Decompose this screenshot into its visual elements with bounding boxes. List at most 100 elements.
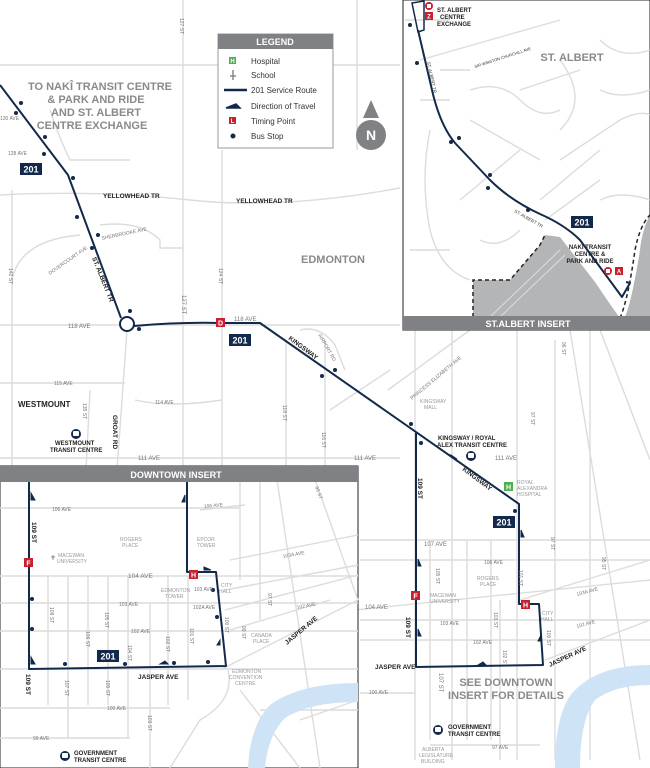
- svg-text:N: N: [366, 127, 376, 143]
- street-label: 118 AVE: [234, 317, 256, 323]
- street-label: ST. ALBERT TR: [90, 256, 115, 303]
- street-label: 103 ST: [146, 715, 152, 731]
- street-label: 106 AVE: [484, 560, 504, 566]
- legend-label: Bus Stop: [251, 132, 284, 141]
- timing-point-icon: [229, 117, 236, 124]
- svg-text:201: 201: [232, 336, 247, 346]
- destination-label: CENTRE EXCHANGE: [37, 120, 148, 132]
- timing-point-z: Z: [425, 12, 433, 21]
- transit-centre-icon: [433, 725, 443, 735]
- naki-label: NAKÎ TRANSIT: [569, 243, 612, 251]
- route-badge: 201: [20, 163, 42, 175]
- direction-arrow-icon: [30, 491, 36, 501]
- north-arrow-icon: N: [356, 100, 386, 150]
- street-label: 105 ST: [103, 612, 109, 628]
- timing-point-h: H: [189, 570, 198, 580]
- street-label: 109 ST: [416, 478, 423, 499]
- transit-centre-label: WESTMOUNT: [55, 441, 95, 447]
- street-label: 109 ST: [404, 617, 411, 638]
- street-label: 96 ST: [313, 486, 323, 501]
- street-label: JASPER AVE: [375, 664, 416, 671]
- street-label: 130 AVE: [0, 116, 20, 122]
- landmark-label: PLACE: [253, 639, 270, 645]
- direction-arrow-icon: [417, 628, 422, 637]
- street-label: 102 AVE: [576, 619, 597, 630]
- svg-text:201: 201: [23, 165, 38, 175]
- landmark-label: CITY: [221, 583, 233, 589]
- landmark-label: HALL: [219, 589, 232, 595]
- street-label: 99 ST: [240, 626, 246, 639]
- street-label: 102 AVE: [131, 629, 151, 635]
- landmark-label: MACEWAN: [58, 553, 84, 559]
- landmark-label: UNIVERSITY: [57, 559, 88, 565]
- exchange-label: CENTRE: [440, 15, 465, 21]
- school-icon: [51, 555, 55, 560]
- street-label: GROAT RD: [111, 415, 118, 449]
- street-label: 106 AVE: [52, 507, 72, 513]
- landmark-label: ALEXANDRA: [517, 486, 548, 492]
- street-label: YELLOWHEAD TR: [103, 193, 160, 200]
- legend-label: Direction of Travel: [251, 102, 316, 111]
- landmark-label: EDMONTON: [232, 669, 261, 675]
- st-albert-insert: Z A ST. ALBERT CENTRE EXCHANGE ST. ALBER…: [402, 0, 650, 331]
- street-label: 118 AVE: [68, 324, 90, 330]
- street-label: 95 ST: [600, 557, 606, 570]
- street-label: 111 AVE: [354, 456, 376, 462]
- svg-text:H: H: [191, 573, 196, 580]
- transit-centre-label: KINGSWAY / ROYAL: [438, 436, 496, 442]
- naki-label: PARK AND RIDE: [566, 259, 613, 265]
- river: [555, 665, 650, 768]
- street-label: 102 AVE: [296, 602, 316, 611]
- route-201-main: [0, 84, 544, 668]
- street-label: ST. ALBERT TR: [426, 61, 438, 94]
- street-label: 97 ST: [529, 412, 535, 425]
- street-label: 109 ST: [24, 674, 31, 695]
- street-label: 116 ST: [320, 432, 326, 448]
- street-label: 103 AVE: [440, 621, 460, 627]
- downtown-insert: F H 201 MACEWAN UNIVERSITY ROGERS PLACE …: [0, 465, 359, 768]
- street-label: 114 AVE: [155, 400, 174, 406]
- direction-arrow-icon: [450, 453, 458, 460]
- transit-centre-icon: [71, 429, 81, 439]
- street-label: 102 AVE: [473, 640, 493, 646]
- transit-centre-label: TRANSIT CENTRE: [448, 732, 500, 738]
- street-label: 101 ST: [517, 570, 523, 586]
- svg-text:D: D: [218, 321, 223, 328]
- legend-label: Timing Point: [251, 117, 296, 126]
- street-label: 102 ST: [501, 650, 507, 666]
- street-label: 96 ST: [560, 342, 566, 355]
- street-label: 103A AVE: [282, 550, 306, 560]
- street-label: 97 AVE: [492, 745, 509, 751]
- transit-centre-icon: [604, 267, 612, 275]
- landmark-label: HALL: [541, 617, 554, 623]
- landmark-label: ROYAL: [517, 480, 534, 486]
- transit-centre-label: GOVERNMENT: [74, 751, 117, 757]
- landmark-label: PLACE: [122, 543, 139, 549]
- street-label: 142 ST: [7, 268, 13, 284]
- route-badge: 201: [571, 216, 593, 228]
- street-label: 111 AVE: [495, 456, 517, 462]
- landmark-label: KINGSWAY: [420, 399, 447, 405]
- street-label: 97 ST: [266, 593, 272, 606]
- downtown-insert-title: DOWNTOWN INSERT: [130, 470, 222, 480]
- st-albert-label: ST. ALBERT: [540, 52, 603, 64]
- westmount-label: WESTMOUNT: [18, 400, 71, 409]
- naki-label: CENTRE &: [575, 252, 606, 258]
- landmark-label: CITY: [542, 611, 554, 617]
- landmark-label: CENTRE: [235, 681, 256, 687]
- street-label: KINGSWAY: [287, 335, 320, 362]
- street-label: 100 AVE: [107, 706, 127, 712]
- see-downtown-note: INSERT FOR DETAILS: [448, 690, 564, 702]
- svg-text:H: H: [523, 603, 528, 610]
- landmark-label: EDMONTON: [161, 588, 190, 594]
- street-label: 111 AVE: [138, 456, 160, 462]
- direction-arrow-icon: [30, 655, 36, 665]
- street-label: DOVERCOURT AVE: [48, 245, 90, 277]
- svg-text:201: 201: [100, 652, 115, 662]
- timing-point-a: A: [615, 267, 623, 276]
- landmark-label: EPCOR: [197, 537, 215, 543]
- landmark-label: ROGERS: [477, 576, 499, 582]
- street-label: 104 ST: [126, 645, 132, 661]
- street-label: 101 ST: [188, 628, 194, 644]
